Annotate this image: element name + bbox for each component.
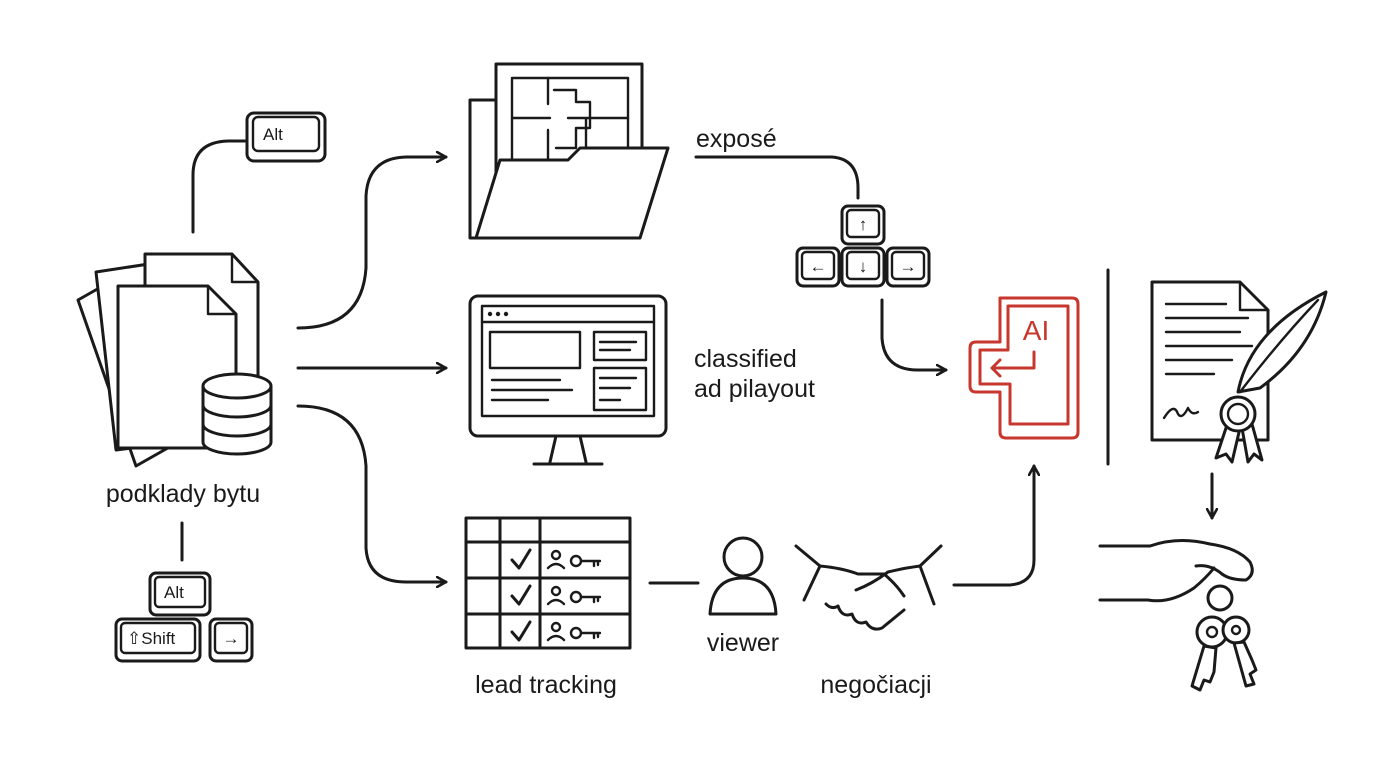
source-label: podklady bytu — [106, 480, 260, 508]
viewer-label: viewer — [707, 629, 779, 657]
arrow-right-key-2-label: → — [900, 257, 917, 276]
negotiation-label: negočiacji — [820, 671, 931, 699]
shift-key: ⇧Shift — [114, 617, 202, 663]
handshake-icon — [794, 544, 943, 631]
classified-label-line1: classified — [694, 345, 797, 373]
alt-key-bottom: Alt — [148, 571, 212, 617]
seal-icon — [1214, 395, 1264, 464]
arrow-up-key: ↑ — [840, 204, 886, 246]
arrow-down-key: ↓ — [840, 246, 886, 288]
expose-label: exposé — [696, 125, 777, 153]
ai-key-icon: AI — [968, 296, 1080, 440]
quill-icon — [1236, 290, 1328, 394]
arrow-left-key: ← — [795, 246, 841, 288]
folder-icon — [468, 62, 670, 240]
classified-label-line2: ad pilayout — [694, 375, 815, 403]
alt-key-top-label: Alt — [263, 125, 283, 144]
table-icon — [464, 516, 632, 650]
alt-key-bottom-label: Alt — [164, 583, 184, 602]
arrow-down-key-label: ↓ — [859, 257, 868, 276]
alt-key-top: Alt — [245, 111, 327, 163]
arrow-left-key-label: ← — [810, 257, 827, 276]
documents-icon — [76, 252, 260, 468]
database-icon — [201, 372, 273, 456]
hand-keys-icon — [1098, 539, 1258, 692]
arrow-right-key-label: → — [223, 629, 240, 648]
arrow-right-key-2: → — [885, 246, 931, 288]
lead-tracking-label: lead tracking — [475, 671, 617, 699]
ai-key-label: AI — [1023, 315, 1049, 346]
arrow-right-key: → — [208, 617, 254, 663]
person-icon — [708, 536, 778, 616]
shift-key-label: ⇧Shift — [127, 629, 176, 648]
monitor-icon — [468, 294, 668, 466]
arrow-up-key-label: ↑ — [859, 215, 868, 234]
